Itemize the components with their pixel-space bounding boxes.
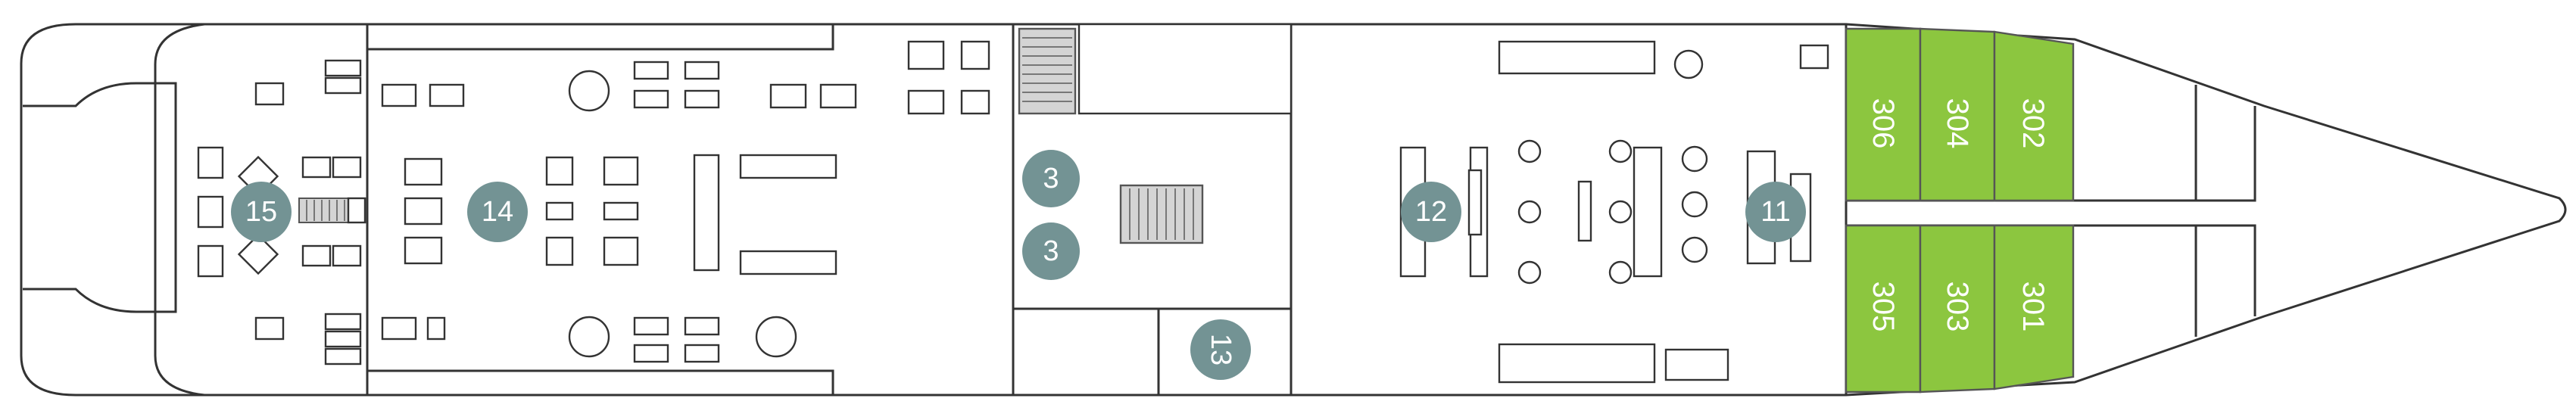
marker-13-circle — [1190, 319, 1251, 380]
stern-platform — [23, 82, 177, 313]
stairs-middle-rect — [1119, 184, 1204, 244]
stairs-top-rect — [1018, 27, 1077, 115]
marker-15[interactable]: 15 — [231, 182, 292, 242]
marker-14-label: 14 — [482, 196, 513, 228]
restaurant-wall-bottom — [367, 369, 834, 395]
cabin-302[interactable]: 302 — [1993, 30, 2075, 202]
cabin-304-label: 304 — [1941, 98, 1974, 149]
marker-3-upper-label: 3 — [1043, 163, 1059, 194]
marker-3-upper[interactable]: 3 — [1022, 150, 1080, 207]
marker-3-lower[interactable]: 3 — [1022, 222, 1080, 280]
marker-11-label: 11 — [1760, 196, 1790, 228]
cabin-304[interactable]: 304 — [1919, 27, 1996, 202]
markers: 15 14 3 3 13 12 11 — [231, 150, 1806, 380]
marker-3-lower-label: 3 — [1043, 235, 1059, 267]
aft-lounge-furniture — [197, 59, 366, 366]
cabins: 306 304 302 305 303 301 — [1845, 27, 2075, 394]
marker-3-lower-circle — [1022, 222, 1080, 280]
cabin-303-label: 303 — [1941, 282, 1974, 332]
cabin-306-label: 306 — [1867, 98, 1900, 149]
marker-11[interactable]: 11 — [1745, 182, 1806, 242]
marker-11-circle — [1745, 182, 1806, 242]
cabin-305[interactable]: 305 — [1845, 224, 1922, 394]
marker-3-upper-circle — [1022, 150, 1080, 207]
marker-13-label: 13 — [1205, 334, 1237, 366]
stairs-top — [1018, 27, 1077, 115]
cabin-305-label: 305 — [1867, 282, 1900, 332]
stairs-middle — [1119, 184, 1204, 244]
marker-15-circle — [231, 182, 292, 242]
cabin-306[interactable]: 306 — [1845, 27, 1922, 202]
marker-12-circle — [1401, 182, 1461, 242]
cabin-302-area — [1993, 30, 2075, 202]
cabin-301[interactable]: 301 — [1993, 224, 2075, 390]
cabin-302-label: 302 — [2016, 98, 2050, 149]
restaurant-furniture — [381, 40, 990, 363]
marker-12-label: 12 — [1415, 196, 1447, 228]
cabin-301-area — [1993, 224, 2075, 390]
marker-15-label: 15 — [245, 196, 277, 228]
marker-13[interactable]: 13 — [1190, 319, 1251, 380]
stern-recess — [154, 23, 220, 397]
marker-14[interactable]: 14 — [467, 182, 528, 242]
room-upper-right — [1077, 23, 1293, 115]
cabin-303[interactable]: 303 — [1919, 224, 1996, 394]
restaurant-wall-top — [367, 24, 834, 51]
marker-12[interactable]: 12 — [1401, 182, 1461, 242]
cabin-301-label: 301 — [2016, 282, 2050, 332]
marker-14-circle — [467, 182, 528, 242]
